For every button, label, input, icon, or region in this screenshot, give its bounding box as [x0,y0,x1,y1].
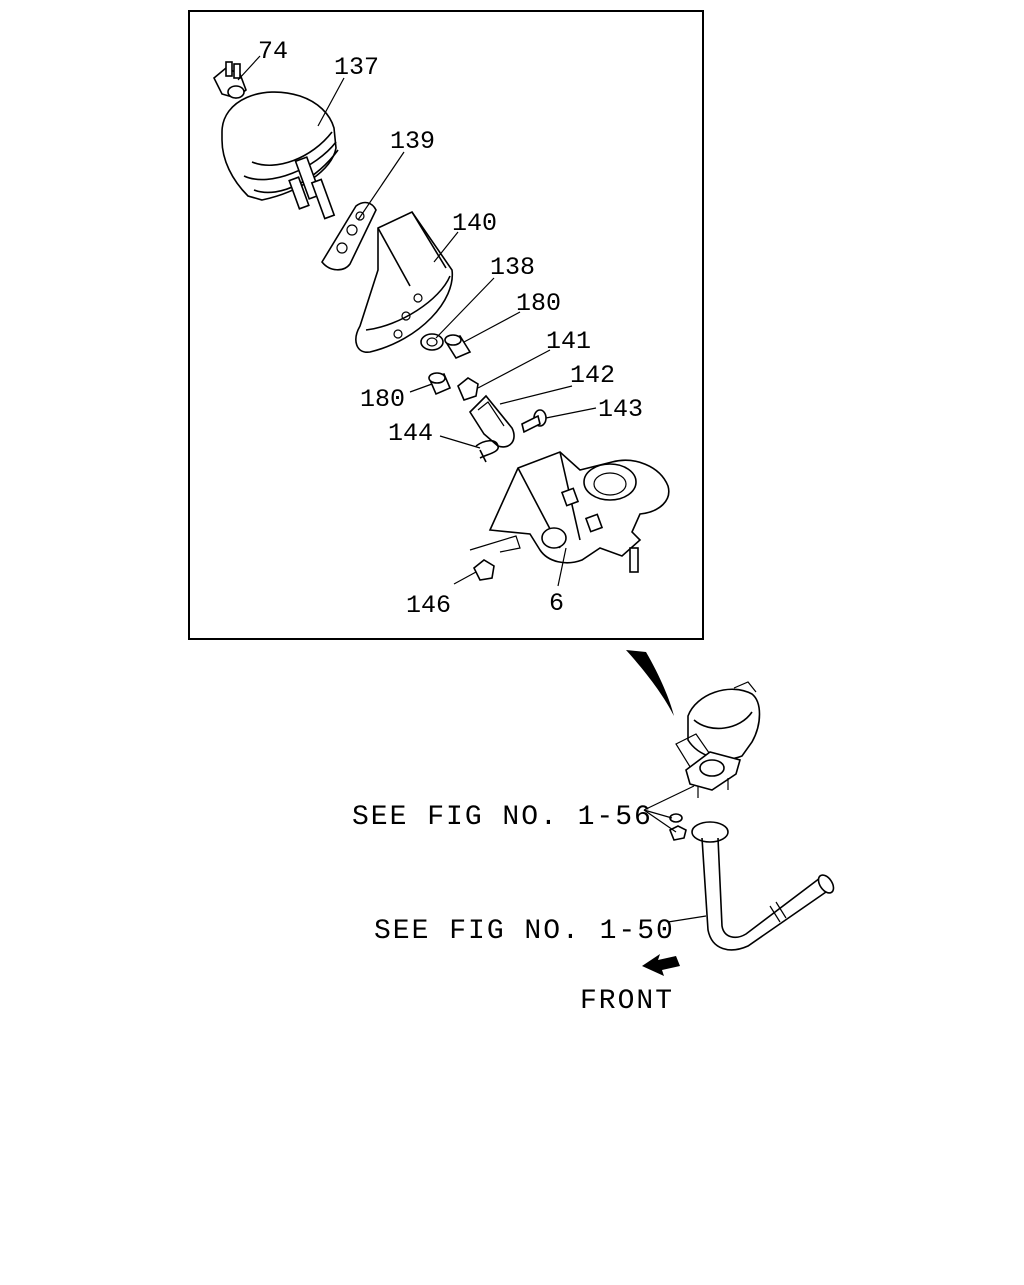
part-180-collar-upper [444,334,472,360]
callout-6: 6 [549,589,564,618]
front-label: FRONT [580,986,674,1017]
part-143-bolt [521,409,547,434]
reference-fig-1-56: SEE FIG NO. 1-56 [352,802,653,833]
part-180-collar-lower [428,372,452,396]
detail-frame [188,10,704,640]
part-137-actuator [221,91,339,220]
callouts: 74 137 139 140 138 180 141 180 142 143 1… [258,37,643,620]
front-arrow-icon [642,954,680,976]
callout-141: 141 [546,327,591,356]
part-141-nut [457,377,479,401]
part-74-nipple [213,61,247,99]
callout-137: 137 [334,53,379,82]
callout-74: 74 [258,37,288,66]
callout-180-upper: 180 [516,289,561,318]
part-6-housing [469,451,670,573]
callout-143: 143 [598,395,643,424]
part-142-lever [468,394,515,448]
callout-138: 138 [490,253,535,282]
part-140-bracket [355,210,453,353]
part-144-pin [475,439,499,463]
part-138-nut [420,333,444,351]
callout-139: 139 [390,127,435,156]
callout-146: 146 [406,591,451,620]
assembly-view [668,681,835,951]
callout-180-lower: 180 [360,385,405,414]
callout-144: 144 [388,419,433,448]
detail-pointer [626,650,674,716]
leader-lines [237,55,597,587]
callout-140: 140 [452,209,497,238]
reference-fig-1-50: SEE FIG NO. 1-50 [374,916,675,947]
part-139-gasket [321,201,377,271]
callout-142: 142 [570,361,615,390]
part-146-nut [472,559,495,581]
